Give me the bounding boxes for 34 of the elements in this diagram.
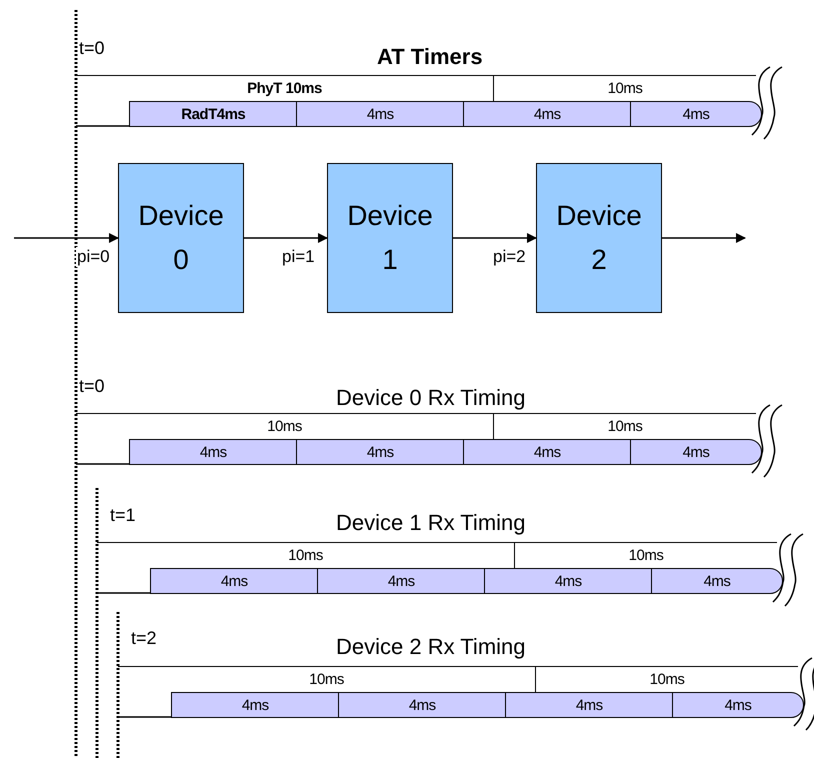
timeline-title: Device 0 Rx Timing xyxy=(336,385,526,411)
timer-slot-segment: 4ms xyxy=(150,568,318,594)
timer-slot-segment: 4ms xyxy=(630,101,762,127)
timer-slot-segment: 4ms xyxy=(651,568,783,594)
time-marker-label: t=2 xyxy=(131,628,157,649)
device-box: Device 0 xyxy=(118,163,244,313)
timeline-title: Device 2 Rx Timing xyxy=(336,634,526,660)
arrow xyxy=(244,233,328,243)
edge-label: pi=0 xyxy=(76,247,111,267)
device-box: Device 2 xyxy=(536,163,662,313)
arrow xyxy=(14,233,119,243)
timer-slot-segment: 4ms xyxy=(672,692,804,718)
timer-slot-segment: 4ms xyxy=(129,439,298,465)
timeline-title: AT Timers xyxy=(377,44,483,70)
device-box: Device 1 xyxy=(327,163,453,313)
arrow xyxy=(662,233,746,243)
timer-slot-segment: 4ms xyxy=(484,568,652,594)
edge-label: pi=2 xyxy=(492,247,527,267)
timer-slot-segment: 4ms xyxy=(317,568,486,594)
timeline-title: Device 1 Rx Timing xyxy=(336,510,526,536)
arrow xyxy=(453,233,537,243)
time-marker-label: t=0 xyxy=(79,38,105,59)
timer-slot-segment: 4ms xyxy=(171,692,340,718)
timer-slot-segment: 4ms xyxy=(463,101,632,127)
timer-slot-segment: 4ms xyxy=(296,439,464,465)
timer-slot-segment: 4ms xyxy=(505,692,674,718)
timer-slot-segment: 4ms xyxy=(630,439,762,465)
edge-label: pi=1 xyxy=(281,247,316,267)
timer-slot-segment: 4ms xyxy=(296,101,464,127)
time-marker-label: t=1 xyxy=(110,505,136,526)
timer-slot-segment: 4ms xyxy=(338,692,506,718)
timer-slot-segment: 4ms xyxy=(463,439,632,465)
time-marker-label: t=0 xyxy=(79,376,105,397)
timer-slot-segment: RadT4ms xyxy=(129,101,298,127)
